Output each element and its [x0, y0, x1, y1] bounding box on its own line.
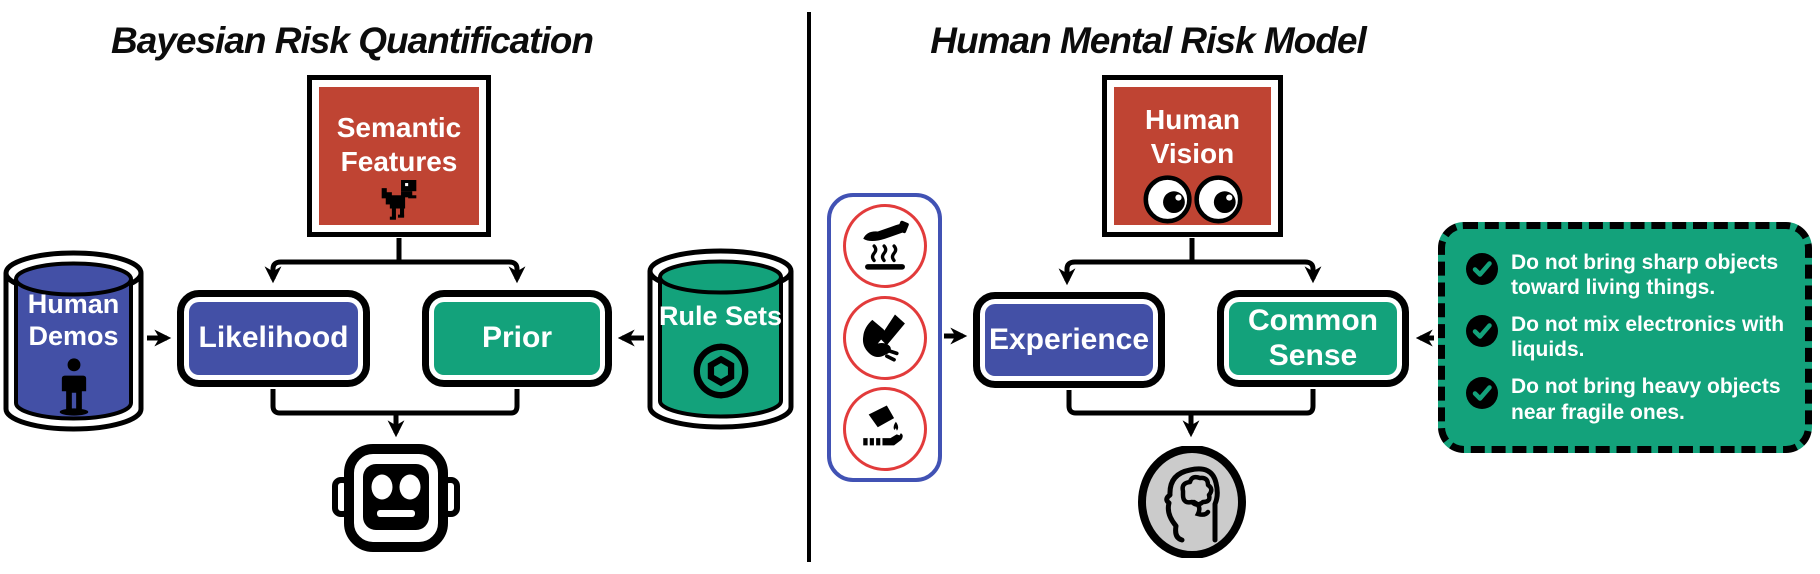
check-icon — [1466, 376, 1498, 409]
rule-sets-cylinder: Rule Sets — [646, 248, 795, 430]
right-panel-title: Human Mental Risk Model — [930, 20, 1366, 61]
cylinder-shape — [647, 248, 794, 430]
common-sense-label-line2: Sense — [1268, 338, 1358, 372]
hot-surface-icon — [842, 204, 927, 289]
robot-icon — [332, 444, 460, 552]
human-vision-box: Human Vision — [1102, 75, 1283, 237]
rule-item: Do not bring heavy objects near fragile … — [1465, 374, 1789, 425]
experience-node: Experience — [973, 292, 1165, 388]
likelihood-label: Likelihood — [198, 321, 349, 355]
experience-label: Experience — [988, 322, 1150, 356]
likelihood-node: Likelihood — [177, 290, 370, 387]
eyes-icon — [1143, 175, 1242, 224]
sharp-object-icon — [842, 295, 927, 380]
human-demos-label: Human Demos — [27, 289, 120, 352]
check-icon — [1466, 252, 1498, 285]
corrosive-icon — [842, 386, 927, 471]
check-icon — [1466, 314, 1498, 347]
rule-item: Do not bring sharp objects toward living… — [1465, 250, 1789, 301]
openai-icon — [693, 343, 749, 399]
human-vision-label: Human Vision — [1145, 104, 1240, 169]
person-icon — [59, 358, 89, 416]
human-demos-cylinder: Human Demos — [2, 250, 145, 432]
common-sense-node: Common Sense — [1217, 290, 1409, 387]
semantic-features-box: Semantic Features — [307, 75, 491, 237]
hazard-panel — [827, 193, 942, 482]
prior-label: Prior — [481, 321, 553, 355]
common-sense-label-line1: Common — [1248, 304, 1378, 337]
dino-icon — [381, 180, 417, 220]
cylinder-shape — [3, 250, 144, 432]
head-brain-icon — [1138, 446, 1246, 558]
semantic-features-label: Semantic Features — [336, 112, 462, 177]
prior-node: Prior — [422, 290, 612, 387]
left-panel-title: Bayesian Risk Quantification — [111, 20, 594, 61]
rules-box: Do not bring sharp objects toward living… — [1438, 222, 1812, 453]
rule-item: Do not mix electronics with liquids. — [1465, 312, 1789, 363]
rule-sets-label: Rule Sets — [658, 301, 783, 331]
